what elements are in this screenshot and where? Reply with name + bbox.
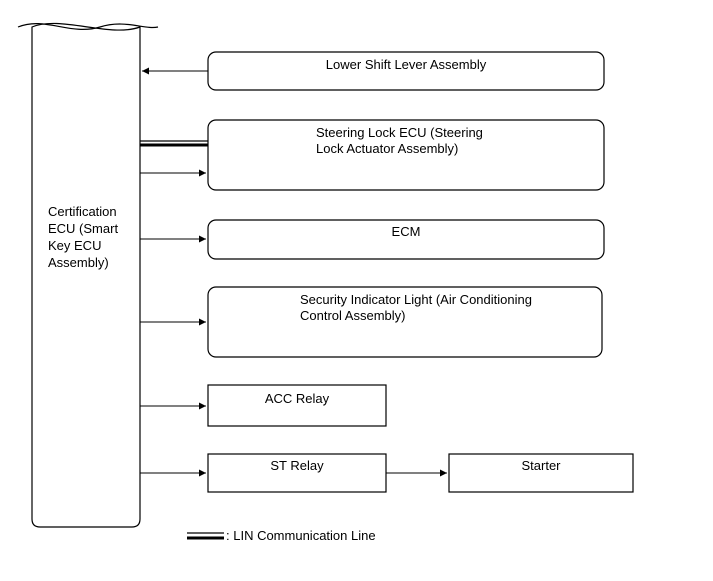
security-indicator-block — [207, 286, 603, 358]
acc-relay-label: ACC Relay — [264, 391, 330, 406]
ecu-label-line3: Key ECU — [48, 238, 102, 253]
steering-lock-label: Steering Lock ECU (Steering Lock Actuato… — [316, 125, 483, 157]
steering-lock-block — [207, 119, 605, 191]
steering-lock-label-line1: Steering Lock ECU (Steering — [316, 125, 483, 140]
ecm-block — [207, 219, 605, 260]
shift-lever-label: Lower Shift Lever Assembly — [325, 57, 487, 72]
legend-lin-label: : LIN Communication Line — [226, 528, 376, 543]
st-relay-label: ST Relay — [270, 458, 324, 473]
steering-lock-label-line2: Lock Actuator Assembly) — [316, 141, 459, 156]
ecu-label-line4: Assembly) — [48, 255, 109, 270]
security-indicator-label-line2: Control Assembly) — [300, 308, 406, 323]
ecu-label-line1: Certification — [48, 204, 117, 219]
st-relay-block — [207, 453, 387, 493]
certification-ecu-label: Certification ECU (Smart Key ECU Assembl… — [48, 203, 118, 271]
ecu-top-wave — [17, 23, 159, 30]
ecm-label: ECM — [391, 224, 421, 239]
starter-block — [448, 453, 634, 493]
starter-label: Starter — [521, 458, 561, 473]
ecu-label-line2: ECU (Smart — [48, 221, 119, 236]
certification-ecu-block — [31, 22, 141, 528]
security-indicator-label: Security Indicator Light (Air Conditioni… — [300, 292, 532, 324]
acc-relay-block — [207, 384, 387, 427]
security-indicator-label-line1: Security Indicator Light (Air Conditioni… — [300, 292, 532, 307]
